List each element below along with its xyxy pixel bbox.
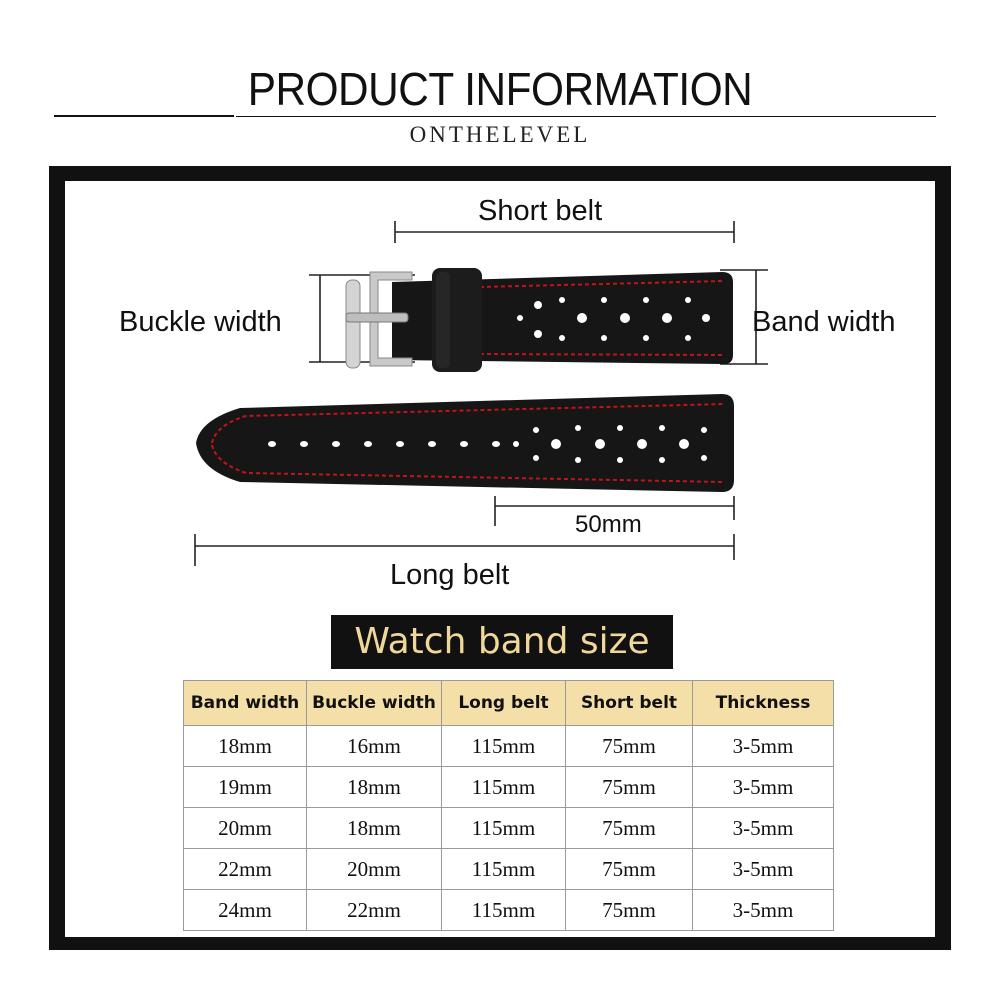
table-cell: 75mm	[565, 725, 693, 767]
table-row: 18mm 16mm 115mm 75mm 3-5mm	[183, 725, 834, 767]
table-cell: 115mm	[441, 807, 566, 849]
table-cell: 18mm	[306, 807, 442, 849]
header-rule-left	[54, 115, 234, 117]
table-cell: 22mm	[183, 848, 307, 890]
table-cell: 18mm	[183, 725, 307, 767]
table-header-row: Band width Buckle width Long belt Short …	[183, 680, 834, 726]
column-header: Thickness	[692, 680, 834, 726]
table-cell: 22mm	[306, 889, 442, 931]
table-cell: 16mm	[306, 725, 442, 767]
column-header: Short belt	[565, 680, 693, 726]
table-cell: 19mm	[183, 766, 307, 808]
table-cell: 20mm	[183, 807, 307, 849]
table-cell: 75mm	[565, 807, 693, 849]
table-cell: 24mm	[183, 889, 307, 931]
table-cell: 20mm	[306, 848, 442, 890]
short-belt-label: Short belt	[478, 195, 603, 227]
table-cell: 75mm	[565, 766, 693, 808]
brand-subtitle: ONTHELEVEL	[409, 122, 591, 147]
table-cell: 115mm	[441, 848, 566, 890]
table-row: 24mm 22mm 115mm 75mm 3-5mm	[183, 889, 834, 931]
buckle-width-label: Buckle width	[119, 306, 282, 338]
size-table-title: Watch band size	[331, 615, 673, 669]
size-table: Band width Buckle width Long belt Short …	[183, 680, 834, 931]
table-cell: 3-5mm	[692, 807, 834, 849]
table-cell: 115mm	[441, 889, 566, 931]
long-strap-image	[196, 394, 734, 492]
dimension-lines	[194, 221, 768, 566]
short-strap-image	[345, 268, 733, 372]
table-row: 20mm 18mm 115mm 75mm 3-5mm	[183, 807, 834, 849]
column-header: Long belt	[441, 680, 566, 726]
header-rule-underline	[236, 116, 936, 117]
table-cell: 115mm	[441, 725, 566, 767]
table-cell: 115mm	[441, 766, 566, 808]
hole-distance-label: 50mm	[575, 511, 642, 538]
table-cell: 18mm	[306, 766, 442, 808]
band-width-label: Band width	[752, 306, 896, 338]
long-belt-label: Long belt	[390, 559, 510, 591]
table-cell: 3-5mm	[692, 725, 834, 767]
table-cell: 3-5mm	[692, 766, 834, 808]
table-row: 19mm 18mm 115mm 75mm 3-5mm	[183, 766, 834, 808]
table-row: 22mm 20mm 115mm 75mm 3-5mm	[183, 848, 834, 890]
column-header: Buckle width	[306, 680, 442, 726]
page-title: PRODUCT INFORMATION	[247, 63, 753, 115]
table-cell: 75mm	[565, 889, 693, 931]
table-cell: 3-5mm	[692, 848, 834, 890]
column-header: Band width	[183, 680, 307, 726]
table-cell: 75mm	[565, 848, 693, 890]
table-cell: 3-5mm	[692, 889, 834, 931]
